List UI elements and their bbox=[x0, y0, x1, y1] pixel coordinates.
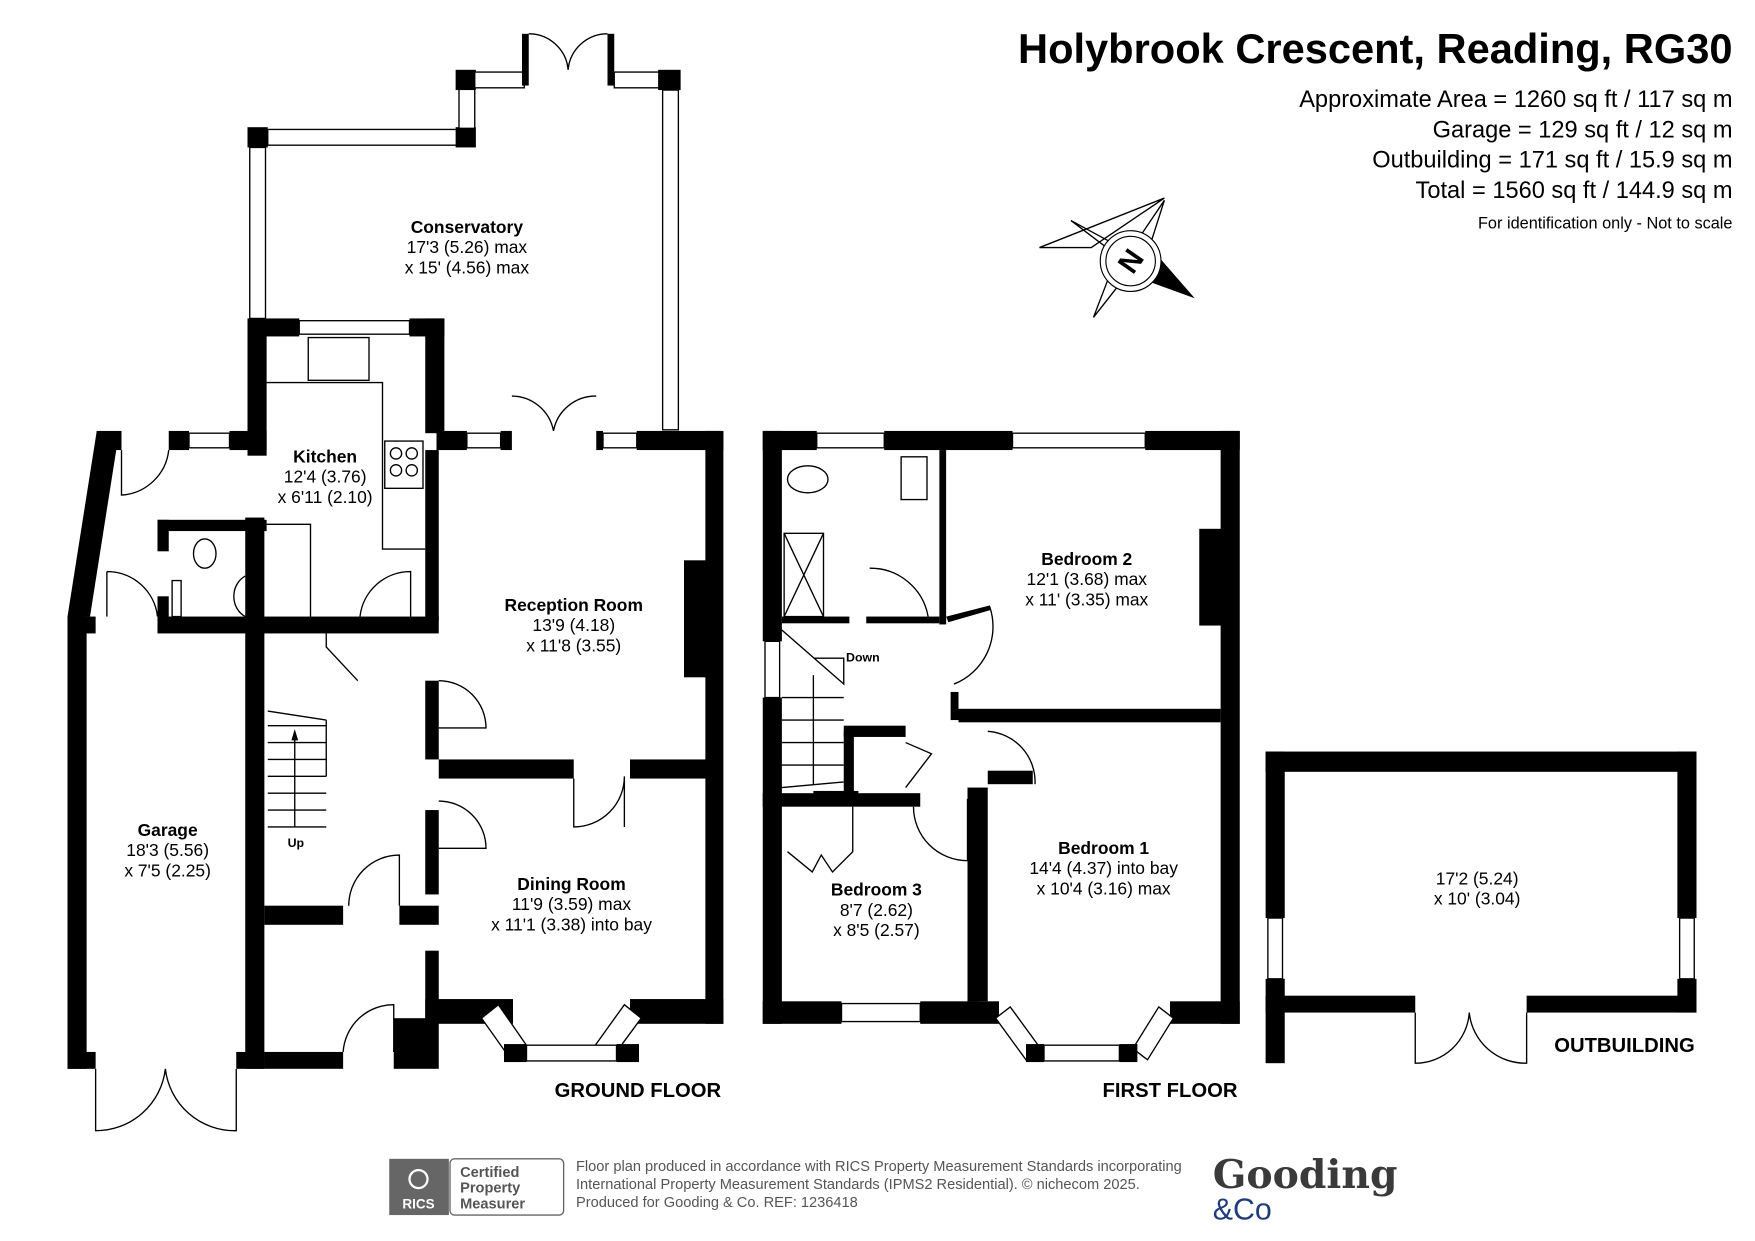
area-garage: Garage = 129 sq ft / 12 sq m bbox=[1433, 117, 1733, 143]
svg-text:17'2 (5.24): 17'2 (5.24) bbox=[1436, 868, 1519, 888]
room-bedroom-3: Bedroom 3 8'7 (2.62) x 8'5 (2.57) bbox=[831, 880, 922, 941]
svg-text:8'7 (2.62): 8'7 (2.62) bbox=[840, 900, 913, 920]
svg-text:x 10'4 (3.16) max: x 10'4 (3.16) max bbox=[1037, 878, 1171, 898]
svg-text:14'4 (4.37) into bay: 14'4 (4.37) into bay bbox=[1029, 858, 1178, 878]
svg-text:x 15' (4.56) max: x 15' (4.56) max bbox=[405, 257, 530, 277]
svg-text:Bedroom 3: Bedroom 3 bbox=[831, 880, 922, 900]
ground-floor-label: GROUND FLOOR bbox=[555, 1080, 722, 1102]
svg-text:x 10' (3.04): x 10' (3.04) bbox=[1434, 889, 1521, 909]
area-total-house: Approximate Area = 1260 sq ft / 117 sq m bbox=[1299, 87, 1732, 113]
room-bedroom-2: Bedroom 2 12'1 (3.68) max x 11' (3.35) m… bbox=[1025, 549, 1148, 610]
svg-text:18'3 (5.56): 18'3 (5.56) bbox=[126, 840, 209, 860]
footer-note-1: Floor plan produced in accordance with R… bbox=[576, 1159, 1182, 1175]
svg-text:Property: Property bbox=[460, 1181, 521, 1197]
property-title: Holybrook Crescent, Reading, RG30 bbox=[1018, 25, 1732, 72]
svg-text:Dining Room: Dining Room bbox=[517, 874, 625, 894]
svg-text:Kitchen: Kitchen bbox=[293, 446, 357, 466]
svg-text:x 11'8 (3.55): x 11'8 (3.55) bbox=[526, 635, 621, 655]
svg-text:11'9 (3.59) max: 11'9 (3.59) max bbox=[512, 894, 631, 914]
footer-note-3: Produced for Gooding & Co. REF: 1236418 bbox=[576, 1195, 858, 1211]
gooding-logo: Gooding &Co bbox=[1213, 1152, 1398, 1227]
svg-text:x 6'11 (2.10): x 6'11 (2.10) bbox=[278, 487, 373, 507]
svg-text:x 11'1 (3.38) into bay: x 11'1 (3.38) into bay bbox=[491, 914, 652, 934]
rics-badge: RICS Certified Property Measurer bbox=[389, 1158, 565, 1216]
room-dining: Dining Room 11'9 (3.59) max x 11'1 (3.38… bbox=[491, 874, 652, 935]
area-total: Total = 1560 sq ft / 144.9 sq m bbox=[1416, 178, 1733, 204]
svg-text:Gooding: Gooding bbox=[1213, 1152, 1398, 1198]
outbuilding-walls bbox=[1265, 751, 1697, 1064]
area-outbuilding: Outbuilding = 171 sq ft / 15.9 sq m bbox=[1372, 148, 1732, 174]
stairs-up-label: Up bbox=[288, 836, 305, 850]
svg-text:Measurer: Measurer bbox=[460, 1196, 525, 1212]
svg-text:13'9 (4.18): 13'9 (4.18) bbox=[532, 615, 615, 635]
room-garage: Garage 18'3 (5.56) x 7'5 (2.25) bbox=[124, 820, 211, 881]
first-floor-walls bbox=[762, 430, 1240, 1063]
first-floor-label: FIRST FLOOR bbox=[1103, 1080, 1238, 1102]
svg-text:RICS: RICS bbox=[402, 1196, 434, 1211]
svg-text:Conservatory: Conservatory bbox=[411, 217, 524, 237]
svg-text:Garage: Garage bbox=[138, 820, 198, 840]
svg-text:Bedroom 1: Bedroom 1 bbox=[1058, 838, 1149, 858]
outbuilding-label: OUTBUILDING bbox=[1554, 1035, 1695, 1057]
svg-text:x 7'5 (2.25): x 7'5 (2.25) bbox=[124, 860, 211, 880]
svg-text:Reception Room: Reception Room bbox=[505, 595, 643, 615]
svg-text:Bedroom 2: Bedroom 2 bbox=[1041, 549, 1132, 569]
disclaimer: For identification only - Not to scale bbox=[1478, 214, 1733, 232]
ground-floor-walls bbox=[67, 33, 724, 1132]
svg-text:12'4 (3.76): 12'4 (3.76) bbox=[284, 467, 367, 487]
svg-text:&Co: &Co bbox=[1213, 1194, 1272, 1227]
svg-text:12'1 (3.68) max: 12'1 (3.68) max bbox=[1027, 569, 1148, 589]
room-reception: Reception Room 13'9 (4.18) x 11'8 (3.55) bbox=[505, 595, 643, 656]
svg-text:Certified: Certified bbox=[460, 1165, 519, 1181]
svg-text:x 11' (3.35) max: x 11' (3.35) max bbox=[1025, 589, 1148, 609]
footer-note-2: International Property Measurement Stand… bbox=[576, 1177, 1140, 1193]
room-bedroom-1: Bedroom 1 14'4 (4.37) into bay x 10'4 (3… bbox=[1029, 838, 1178, 899]
stairs-down-label: Down bbox=[846, 651, 880, 665]
compass-icon: N bbox=[1039, 197, 1195, 318]
svg-text:17'3 (5.26) max: 17'3 (5.26) max bbox=[407, 237, 528, 257]
svg-text:x 8'5 (2.57): x 8'5 (2.57) bbox=[833, 920, 920, 940]
room-kitchen: Kitchen 12'4 (3.76) x 6'11 (2.10) bbox=[278, 446, 373, 507]
room-conservatory: Conservatory 17'3 (5.26) max x 15' (4.56… bbox=[405, 217, 530, 278]
room-outbuilding: 17'2 (5.24) x 10' (3.04) bbox=[1434, 868, 1521, 908]
